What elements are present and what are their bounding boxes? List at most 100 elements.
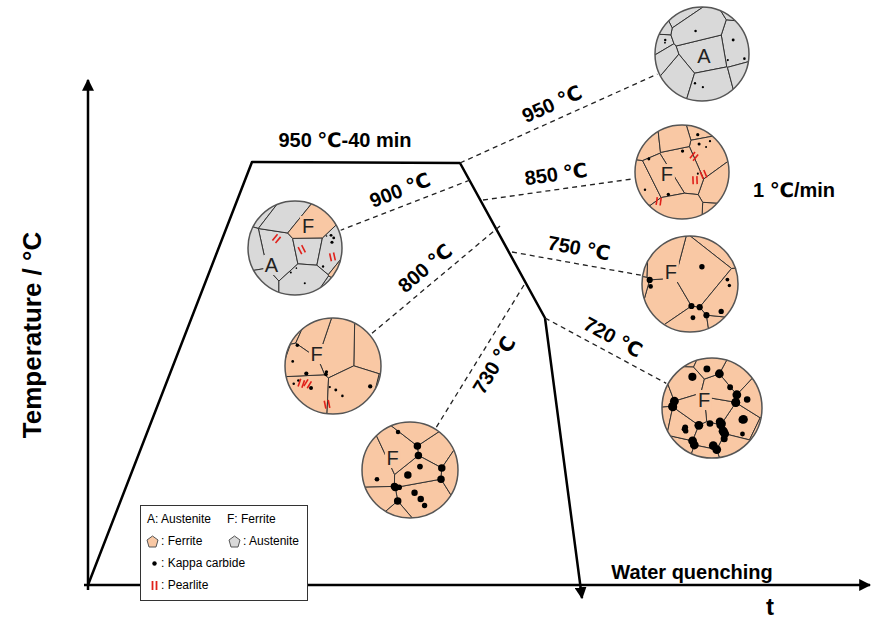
temperature-label: 1 ℃/min [753,179,835,201]
legend-text: : Kappa carbide [161,556,245,570]
kappa-carbide [644,189,646,191]
grain-boundary [694,308,735,379]
grain-boundary [652,78,691,152]
circle-outline [362,422,458,518]
pearlite [700,170,707,179]
kappa-carbide [697,173,699,175]
kappa-carbide [668,402,677,411]
kappa-carbide [699,264,704,269]
axis-label: Temperature / °C [18,232,47,438]
grain-boundary [594,188,650,277]
kappa-carbide [292,383,295,386]
kappa-carbide [719,309,724,314]
circle-outline [285,318,381,414]
phase-letter: F [696,390,712,410]
kappa-carbide [334,389,337,392]
kappa-carbide [396,430,400,434]
kappa-carbide [743,57,746,60]
microstructure-circle: F [362,422,458,518]
kappa-carbide [332,237,335,240]
kappa-carbide [682,424,688,430]
kappa-carbide [647,277,653,283]
phase-letter: A [263,255,280,275]
legend-symbol [148,557,161,570]
temperature-label: 900 ℃ [366,169,433,212]
grain-boundary [594,267,650,313]
grain-boundary [721,20,796,68]
kappa-carbide [322,265,324,267]
grain-boundary [689,124,776,179]
grain-boundary [314,465,362,566]
temperature-label: 850 ℃ [523,158,589,189]
kappa-carbide [707,420,714,427]
kappa-carbide [414,442,421,449]
kappa-carbide [702,86,704,88]
grain-boundary [643,153,685,197]
kappa-carbide [703,365,710,372]
kappa-carbide [368,384,372,388]
grain-boundary [706,315,786,380]
grain-boundary [201,154,255,234]
kappa-carbide [664,39,666,41]
phase-letter: F [309,344,325,364]
kappa-carbide [404,471,411,478]
kappa-carbide [709,140,711,142]
grain-boundary [341,374,444,446]
pearlite [330,253,336,262]
microstructure-circle: FA [248,201,342,295]
pearlite [298,379,304,388]
kappa-carbide [703,312,709,318]
kappa-carbide [290,271,292,273]
kappa-carbide [721,435,728,442]
temperature-label: 750 ℃ [546,231,612,264]
kappa-carbide [341,395,344,398]
kappa-carbide [698,142,701,145]
kappa-carbide [732,39,735,42]
kappa-carbide [739,415,748,424]
legend-text: : Austenite [243,534,299,548]
temperature-label: 950 ℃-40 min [278,129,411,151]
temperature-label: 730 ℃ [468,332,520,397]
kappa-carbide [438,464,445,471]
kappa-carbide [694,30,697,33]
leader-line [460,74,657,163]
kappa-carbide [716,418,724,426]
grain-boundary [717,434,768,508]
grain-boundary [674,445,736,508]
legend-box: A: AusteniteF: Ferrite: Ferrite: Austeni… [140,505,308,601]
circle-outline [642,236,738,332]
microstructure-circle: F [642,236,738,332]
kappa-carbide [304,282,306,284]
kappa-carbide [296,267,298,269]
microstructure-circle: F [285,318,381,414]
kappa-carbide [304,371,308,375]
grain-boundary [727,49,796,148]
legend-swatch [146,535,159,548]
kappa-carbide [709,441,718,450]
kappa-carbide [731,398,740,407]
phase-letter: F [300,216,316,236]
kappa-carbide [694,82,696,84]
temperature-label: 800 ℃ [394,239,457,296]
kappa-carbide [394,497,401,504]
kappa-carbide [437,475,444,482]
grain-boundary [237,318,290,402]
kappa-carbide [330,241,333,244]
kappa-carbide [664,42,666,44]
microstructure-circle: F [662,358,762,458]
kappa-carbide [648,284,653,289]
grain-boundary [588,78,660,161]
kappa-carbide [417,464,423,470]
pearlite [656,197,661,205]
kappa-carbide [375,477,380,482]
kappa-carbide [415,452,422,459]
kappa-carbide [681,149,684,152]
grain-boundary [700,265,786,324]
legend-symbol [148,579,161,592]
kappa-carbide [744,396,751,403]
kappa-carbide [330,234,333,237]
grain-boundary [201,268,279,342]
temperature-label: Water quenching [611,561,772,583]
grain-boundary [612,435,694,508]
